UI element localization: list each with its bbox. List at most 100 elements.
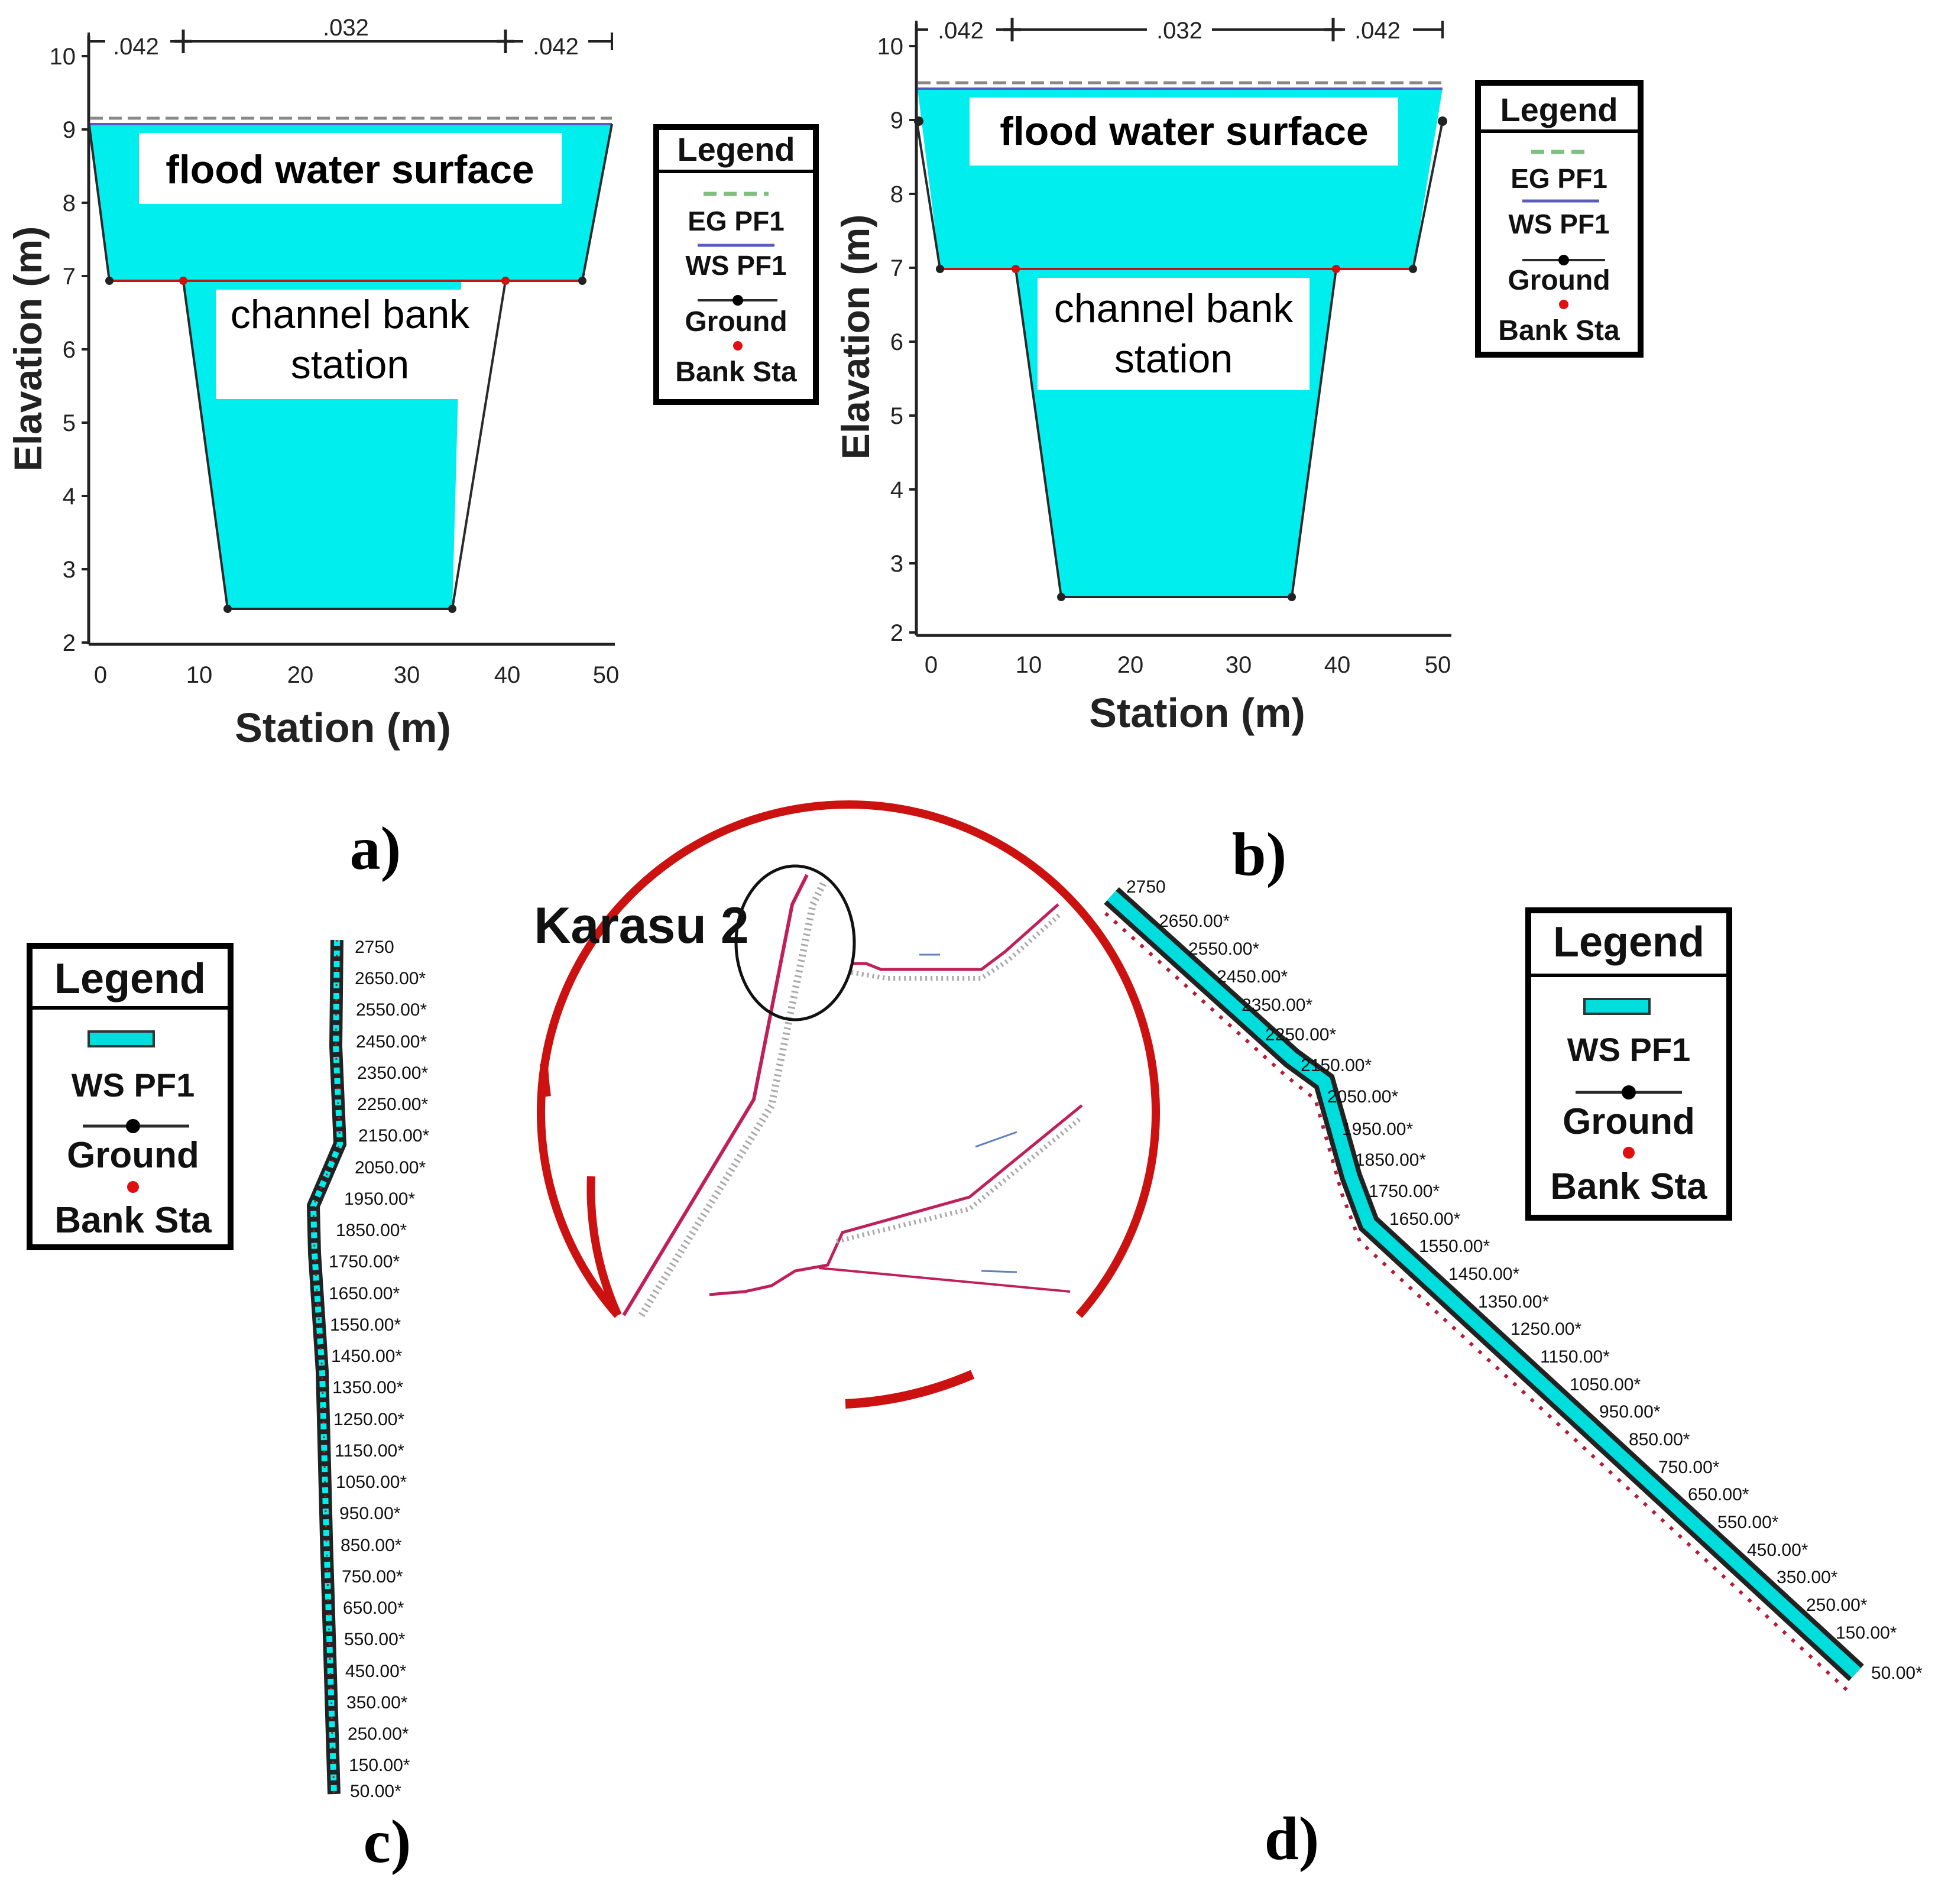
- panel-b-y-ticks: 10 9 8 7 6 5 4 3 2: [877, 34, 916, 646]
- panel-c-station: 2350.00*: [357, 1063, 428, 1083]
- panel-c-station: 150.00*: [349, 1756, 410, 1775]
- panel-b-ytick: 6: [890, 329, 903, 355]
- panel-a-legend-ws: WS PF1: [685, 250, 786, 281]
- map-river-hatch: [638, 879, 828, 1318]
- panel-c-station: 1750.00*: [329, 1252, 400, 1272]
- panel-a-ytick: 7: [63, 264, 76, 290]
- panel-a-annotation-box-top: [139, 133, 562, 204]
- panel-c-station: 1150.00*: [335, 1441, 404, 1461]
- panel-b-ground-point: [936, 265, 944, 273]
- panel-b-annotation-bank-1: channel bank: [1054, 286, 1294, 331]
- panel-b-xtick: 30: [1226, 652, 1252, 678]
- panel-b-legend: Legend EG PF1 WS PF1 Ground Bank Sta: [1475, 80, 1644, 358]
- panel-b-ytick: 2: [890, 620, 903, 646]
- panel-a-ytick: 3: [63, 557, 76, 583]
- panel-b-x-axis-title: Station (m): [1089, 690, 1305, 736]
- panel-c-label: c): [364, 1808, 411, 1876]
- panel-a-xtick: 40: [494, 662, 521, 688]
- panel-d-river-ws: [1107, 890, 1861, 1678]
- panel-d-station: 1450.00*: [1448, 1264, 1519, 1284]
- panel-d-legend: Legend WS PF1 Ground Bank Sta: [1525, 907, 1732, 1221]
- panel-c-station: 450.00*: [345, 1662, 407, 1681]
- panel-b-x-ticks: 0 10 20 30 40 50: [925, 652, 1451, 678]
- panel-d-station: 2150.00*: [1301, 1056, 1372, 1075]
- panel-a-manning-right: .042: [533, 34, 579, 60]
- panel-b-xtick: 0: [925, 652, 938, 678]
- map-inset: Karasu 2: [534, 800, 1160, 1409]
- panel-d-station: 2350.00*: [1242, 995, 1312, 1015]
- panel-d-station: 250.00*: [1806, 1595, 1868, 1615]
- panel-a-annotation-flood: flood water surface: [166, 147, 534, 192]
- panel-c-station: 550.00*: [344, 1630, 406, 1649]
- panel-b-xtick: 10: [1016, 652, 1042, 678]
- panel-a-bank-point: [501, 277, 510, 285]
- panel-c-station: 1450.00*: [331, 1347, 402, 1366]
- panel-b-ground-point: [1438, 116, 1447, 126]
- panel-c-station: 2250.00*: [357, 1095, 428, 1114]
- map-river-main: [622, 874, 809, 1316]
- panel-c-legend-bank: Bank Sta: [54, 1200, 212, 1241]
- panel-b-ytick: 7: [890, 255, 903, 281]
- map-river-branch-2: [709, 1104, 1083, 1296]
- panel-d-station: 550.00*: [1717, 1513, 1779, 1532]
- panel-d-station: 750.00*: [1658, 1458, 1720, 1477]
- panel-d-station: 2550.00*: [1188, 939, 1259, 959]
- map-inset-arc-bottom: [845, 1370, 975, 1409]
- panel-b-legend-title: Legend: [1500, 91, 1618, 128]
- panel-b-cross-section: 10 9 8 7 6 5 4 3 2 0 10 20 30 40 50 Elav…: [834, 18, 1644, 888]
- panel-c-station: 1050.00*: [336, 1472, 407, 1492]
- panel-c-plan-view: Legend WS PF1 Ground Bank Sta 2750 2650.…: [27, 938, 429, 1876]
- panel-d-legend-bank-swatch: [1623, 1147, 1635, 1159]
- panel-c-station: 750.00*: [342, 1567, 403, 1587]
- panel-d-river-bank: [1104, 912, 1849, 1692]
- panel-a-legend-bank: Bank Sta: [675, 356, 797, 388]
- panel-c-station: 1950.00*: [344, 1189, 415, 1209]
- panel-d-station: 850.00*: [1629, 1430, 1690, 1449]
- panel-c-station: 1550.00*: [330, 1315, 401, 1335]
- panel-d-label: d): [1265, 1805, 1319, 1873]
- panel-c-legend-ws-swatch: [87, 1030, 155, 1047]
- panel-d-station: 450.00*: [1747, 1540, 1808, 1560]
- panel-b-y-axis-title: Elavation (m): [834, 215, 877, 459]
- panel-a-annotation-bank-2: station: [291, 342, 409, 387]
- panel-a-y-ticks: 10 9 8 7 6 5 4 3 2: [50, 44, 89, 656]
- panel-a-ytick: 8: [63, 190, 76, 216]
- panel-d-legend-ws: WS PF1: [1567, 1031, 1690, 1068]
- panel-c-station: 2450.00*: [356, 1032, 427, 1052]
- panel-a-x-axis-title: Station (m): [235, 705, 451, 751]
- panel-a-legend-ground: Ground: [685, 306, 787, 338]
- panel-b-manning-mid: .032: [1156, 18, 1203, 44]
- panel-d-station: 1850.00*: [1355, 1150, 1426, 1170]
- panel-b-label: b): [1232, 820, 1286, 888]
- panel-d-station-labels: 2750 2650.00* 2550.00* 2450.00* 2350.00*…: [1126, 877, 1923, 1683]
- panel-b-xtick: 40: [1324, 652, 1351, 678]
- panel-b-xtick: 20: [1117, 652, 1144, 678]
- panel-c-station: 1850.00*: [336, 1221, 407, 1240]
- panel-c-legend-bank-swatch: [127, 1181, 139, 1193]
- panel-d-legend-title: Legend: [1553, 919, 1704, 966]
- panel-a-ytick: 9: [63, 117, 76, 143]
- panel-a-ground-point: [223, 605, 232, 613]
- panel-a-ground-point: [105, 277, 114, 285]
- panel-b-ground-point: [914, 116, 923, 126]
- panel-b-annotation-bank-2: station: [1114, 336, 1233, 381]
- panel-d-station: 1050.00*: [1570, 1375, 1641, 1394]
- panel-c-station: 1350.00*: [332, 1378, 403, 1397]
- panel-a-xtick: 10: [186, 662, 213, 688]
- map-flow-arrow: [981, 1270, 1017, 1273]
- panel-a-y-axis-title: Elavation (m): [6, 226, 50, 471]
- panel-b-annotation-flood: flood water surface: [1000, 109, 1369, 154]
- panel-b-ground-point: [1057, 593, 1065, 601]
- panel-c-station: 50.00*: [350, 1782, 401, 1801]
- panel-b-ytick: 5: [890, 403, 903, 429]
- panel-b-ytick: 10: [877, 34, 904, 60]
- panel-c-station: 250.00*: [348, 1724, 409, 1744]
- panel-a-cross-section: 10 9 8 7 6 5 4 3 2 0 10 20 30 40 50 Elav…: [6, 15, 819, 883]
- panel-c-station: 2150.00*: [358, 1126, 429, 1146]
- panel-c-station: 2750: [355, 938, 394, 957]
- panel-a-ytick: 6: [63, 337, 76, 363]
- panel-c-station-labels: 2750 2650.00* 2550.00* 2450.00* 2350.00*…: [329, 938, 429, 1801]
- panel-b-legend-ws: WS PF1: [1508, 209, 1609, 239]
- panel-c-station: 950.00*: [339, 1504, 401, 1523]
